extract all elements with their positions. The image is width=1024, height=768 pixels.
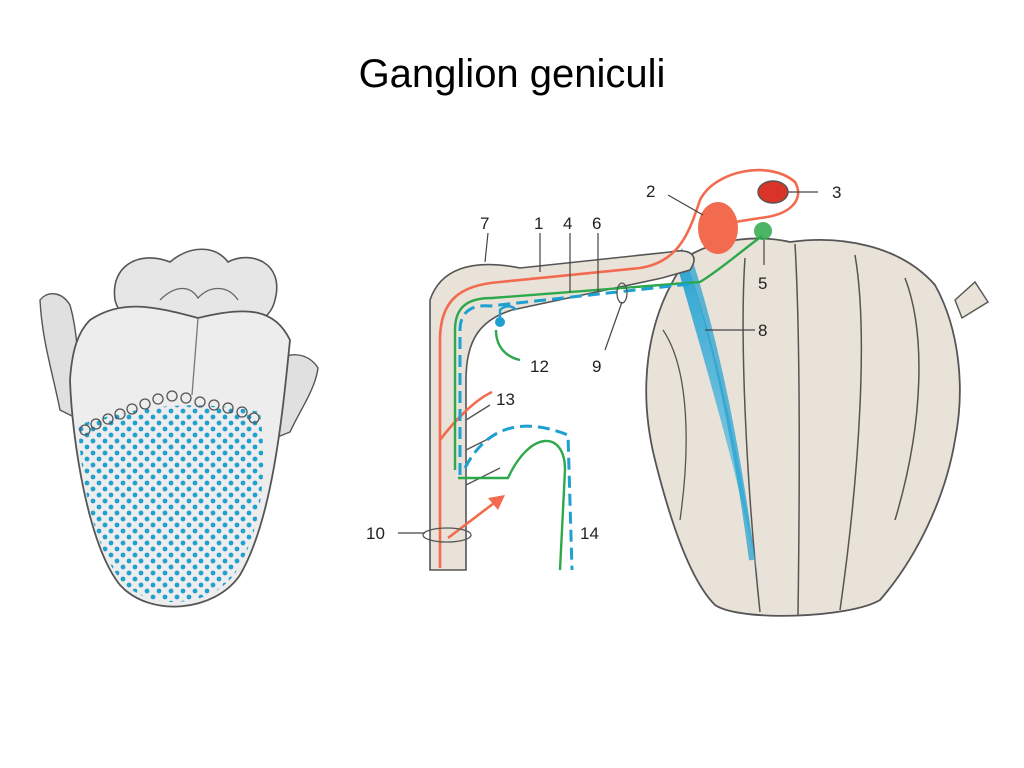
brainstem [645, 237, 989, 617]
label-13: 13 [496, 390, 515, 409]
label-1: 1 [534, 214, 543, 233]
orange-arrow [488, 495, 505, 510]
solitary-tract [676, 248, 760, 590]
green-nerve [453, 235, 763, 571]
facial-nerve-canal [429, 250, 695, 571]
label-2: 2 [646, 182, 655, 201]
papillae-row [79, 390, 260, 436]
label-14: 14 [580, 524, 599, 543]
nucleus-3 [757, 180, 789, 204]
label-6: 6 [592, 214, 601, 233]
nucleus-5 [754, 222, 772, 240]
geniculate-ganglion [698, 202, 738, 254]
label-8: 8 [758, 321, 767, 340]
label-7: 7 [480, 214, 489, 233]
label-3: 3 [832, 183, 841, 202]
orange-nerve [438, 168, 800, 568]
label-5: 5 [758, 274, 767, 293]
leader-lines [398, 191, 818, 534]
brainstem-body [645, 237, 961, 617]
slide-title: Ganglion geniculi [358, 52, 666, 96]
brainstem-tube [954, 280, 989, 320]
label-4: 4 [563, 214, 572, 233]
nerve-ring-10 [422, 527, 472, 543]
canal-shape [429, 250, 695, 571]
label-12: 12 [530, 357, 549, 376]
labels: 7 1 4 6 2 3 5 8 12 9 13 10 14 [366, 182, 841, 543]
tongue-anterior-dotted [78, 405, 264, 603]
label-10: 10 [366, 524, 385, 543]
blue-dashed-nerve [458, 282, 691, 571]
tongue-illustration [39, 248, 319, 608]
label-9: 9 [592, 357, 601, 376]
